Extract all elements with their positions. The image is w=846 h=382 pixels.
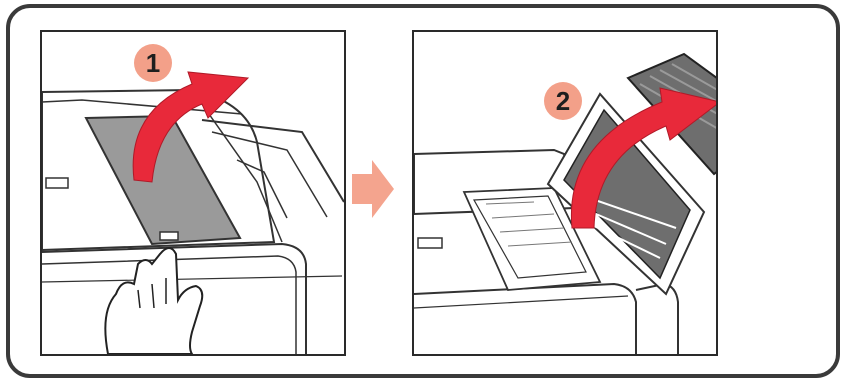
right-arrow-icon [350, 158, 396, 220]
step-2-illustration [414, 32, 716, 354]
step-1-illustration [42, 32, 344, 354]
step-badge-1: 1 [134, 44, 172, 82]
step-1-panel: 1 [40, 30, 346, 356]
step-2-panel: 2 [412, 30, 718, 356]
step-badge-2: 2 [544, 82, 582, 120]
